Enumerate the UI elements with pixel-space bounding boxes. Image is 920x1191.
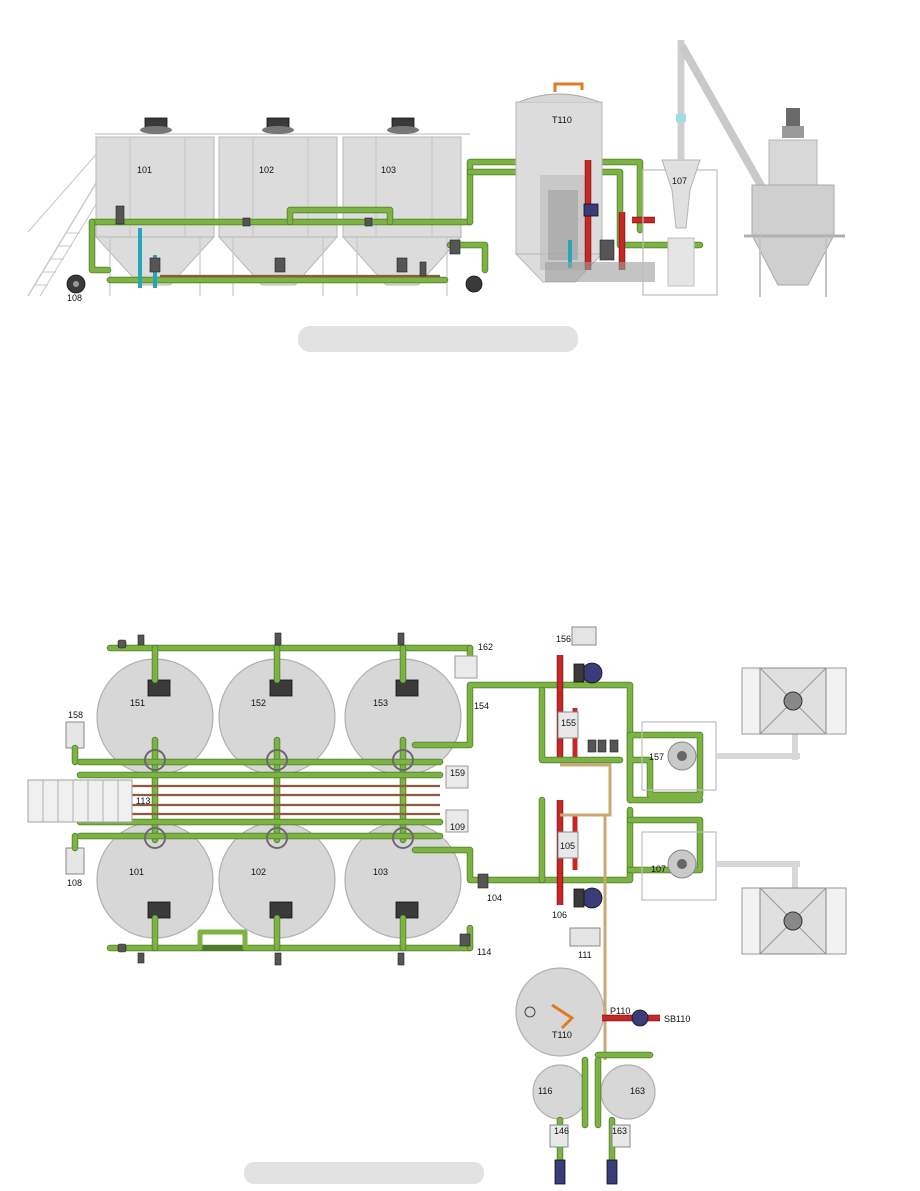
elevation-valves — [115, 205, 461, 277]
plan-component-108: 108 — [65, 847, 85, 888]
plan-label-157: 157 — [649, 752, 664, 762]
plan-label-107: 107 — [651, 864, 666, 874]
plan-label-158: 158 — [68, 710, 83, 720]
plan-label-162: 162 — [478, 642, 493, 652]
plan-valves — [117, 632, 489, 966]
plan-label-104: 104 — [487, 893, 502, 903]
plan-label-SB110: SB110 — [664, 1014, 690, 1024]
plan-tank-label-153: 153 — [373, 698, 388, 708]
plan-manifold-label-113: 113 — [136, 796, 150, 806]
plan-lower-pumps: 146 163 — [549, 1124, 631, 1185]
plan-label-159: 159 — [450, 768, 465, 778]
elev-hopper-label-107: 107 — [672, 176, 687, 186]
plan-label-T110: T110 — [552, 1030, 572, 1040]
plan-label-108: 108 — [67, 878, 82, 888]
elev-pump-label-108: 108 — [67, 293, 82, 303]
plan-label-105: 105 — [560, 841, 575, 851]
plan-component-158: 158 — [65, 710, 85, 749]
plan-label-154: 154 — [474, 701, 489, 711]
pump-108-elevation: 108 — [66, 274, 86, 303]
elev-tank-label-102: 102 — [259, 165, 274, 175]
plan-label-114: 114 — [477, 947, 491, 957]
plan-silo-bottom — [741, 887, 847, 955]
plan-tank-label-151: 151 — [130, 698, 145, 708]
plan-heat-exchanger-107: 107 — [641, 831, 800, 910]
plan-label-155: 155 — [561, 718, 576, 728]
elev-tank-label-101: 101 — [137, 165, 152, 175]
plan-tank-label-102: 102 — [251, 867, 266, 877]
plan-label-P110: P110 — [610, 1006, 630, 1016]
plan-label-156: 156 — [556, 634, 571, 644]
elev-tank-label-103: 103 — [381, 165, 396, 175]
plan-small-tank-163: 163 — [600, 1064, 656, 1120]
elevation-green-piping — [88, 158, 704, 288]
plan-label-109: 109 — [450, 822, 465, 832]
plan-right-labels: 162 154 159 109 104 114 — [445, 642, 502, 957]
plan-pump-column: 156 155 105 106 111 — [552, 626, 619, 960]
plan-small-tank-116: 116 — [532, 1064, 588, 1120]
blurred-caption-bottom — [244, 1162, 484, 1184]
plan-label-163-lower: 163 — [612, 1126, 627, 1136]
plan-view: 151 152 153 101 102 103 — [27, 626, 847, 1185]
elevation-view: 101 102 103 — [27, 40, 845, 352]
plan-tank-T110: T110 — [515, 967, 605, 1057]
elevation-hopper-107: 107 — [642, 40, 718, 296]
plan-tank-label-101: 101 — [129, 867, 144, 877]
plan-tank-label-152: 152 — [251, 698, 266, 708]
elevation-silo — [678, 44, 845, 297]
plan-label-146: 146 — [554, 1126, 569, 1136]
plan-label-111: 111 — [578, 950, 592, 960]
plan-tank-152: 152 — [218, 658, 336, 776]
manifold-113: 113 — [27, 758, 444, 840]
plan-label-116: 116 — [538, 1086, 552, 1096]
plan-silo-top — [741, 667, 847, 735]
elev-tank-label-T110: T110 — [552, 115, 572, 125]
pump-icon — [465, 275, 483, 293]
plan-tank-label-103: 103 — [373, 867, 388, 877]
plan-label-163: 163 — [630, 1086, 645, 1096]
blurred-caption-top — [298, 326, 578, 352]
plan-label-106: 106 — [552, 910, 567, 920]
